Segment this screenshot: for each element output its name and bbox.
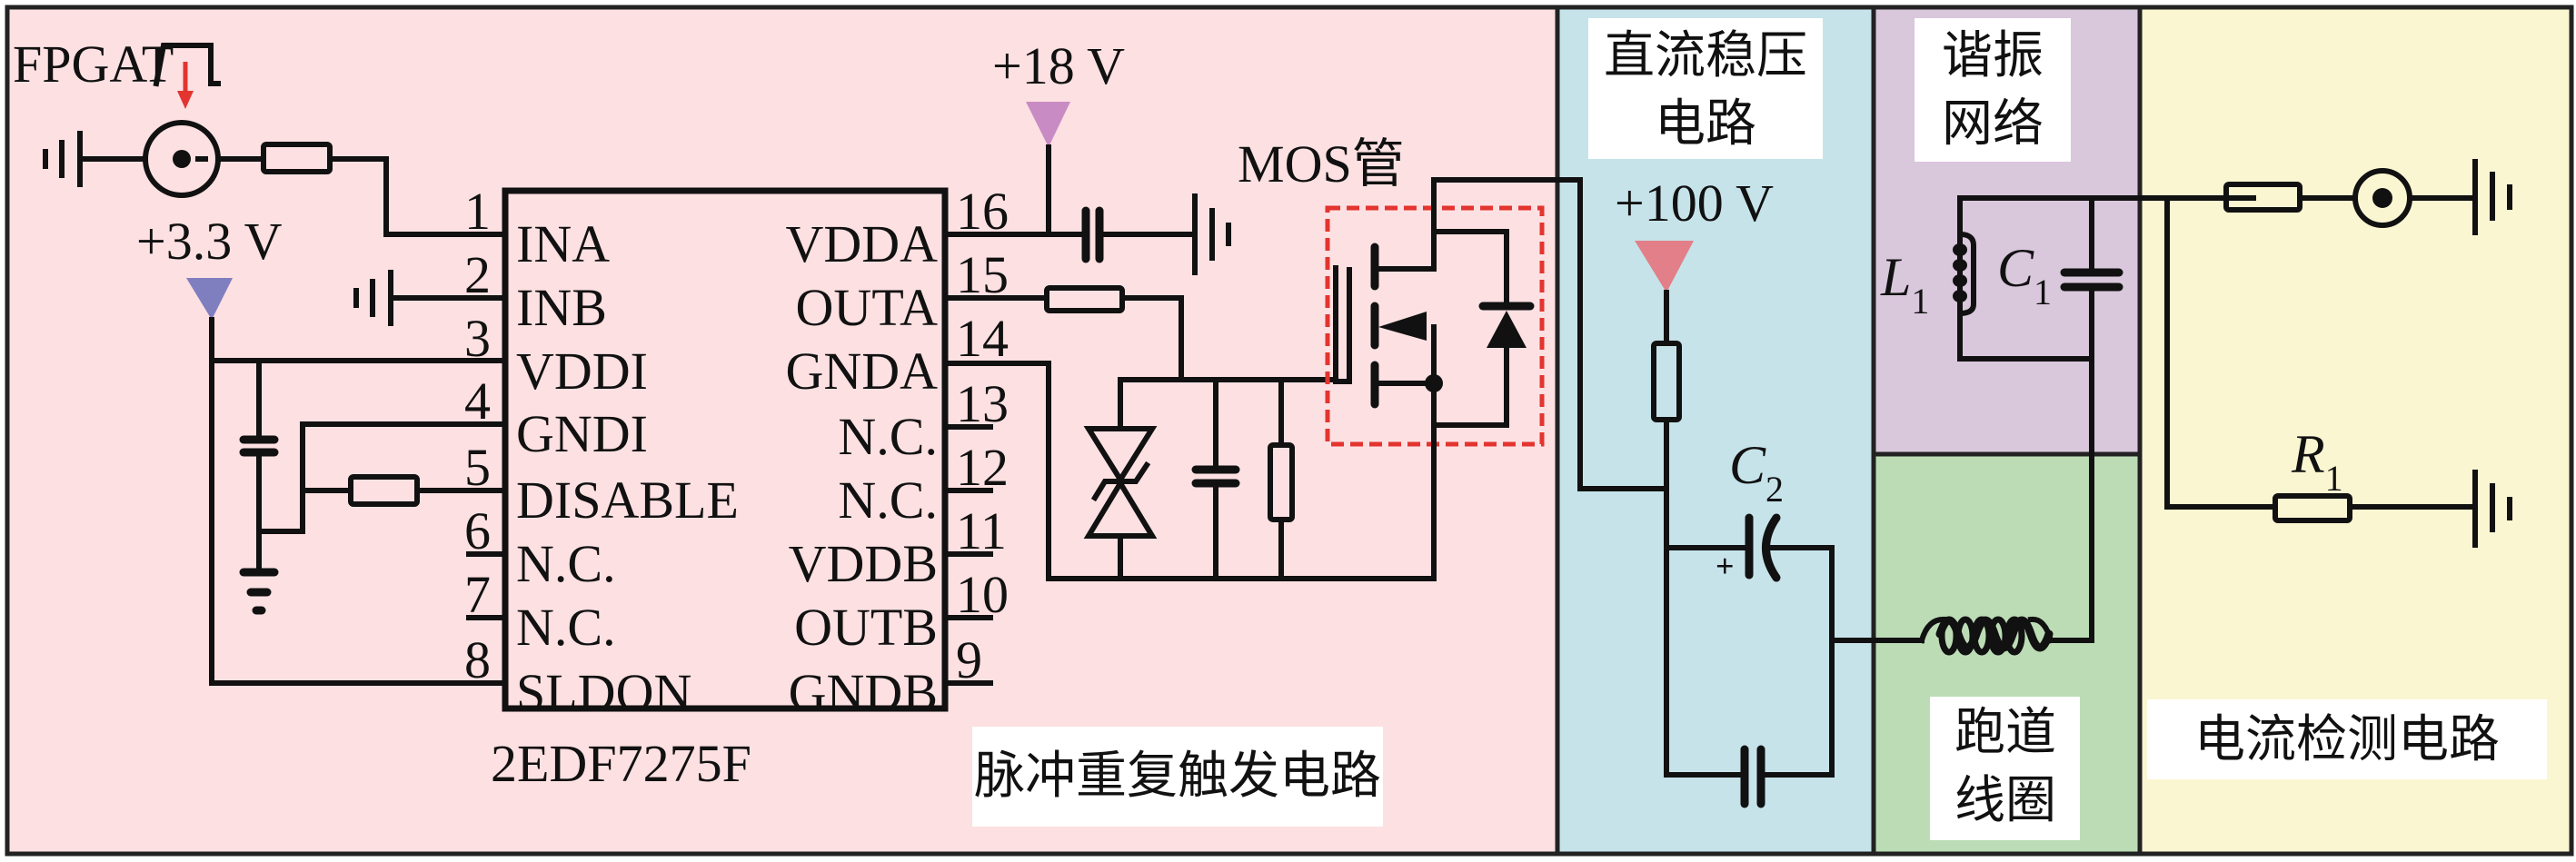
supply-triangle-icon xyxy=(1026,102,1070,147)
pin-name: INA xyxy=(516,214,610,273)
label-box-detect xyxy=(2147,699,2547,779)
ground-icon xyxy=(2472,159,2512,235)
pin-number: 16 xyxy=(956,182,1009,241)
pin-name: GNDB xyxy=(789,663,938,722)
supply-3v3: +3.3 V xyxy=(136,212,508,686)
pin-name: N.C. xyxy=(838,471,938,530)
label-box-coil xyxy=(1930,697,2080,840)
label-pulse-trigger: 脉冲重复触发电路 xyxy=(974,747,1381,806)
c2-label: C2 xyxy=(1729,435,1784,510)
pin-name: VDDA xyxy=(785,214,938,273)
label-resonant-line2: 网络 xyxy=(1942,94,2044,154)
ic-pin-right: 13N.C. xyxy=(838,374,1009,466)
coil-circuit: L1 C1 xyxy=(1880,195,2256,656)
pin-number: 8 xyxy=(464,630,491,689)
ground-icon xyxy=(2472,470,2512,548)
pin-number: 9 xyxy=(956,630,982,689)
pin-number: 4 xyxy=(464,372,491,431)
pin-number: 3 xyxy=(464,309,491,368)
pin-number: 1 xyxy=(464,182,491,241)
trigger-arrow-icon xyxy=(177,62,194,109)
pin-name: DISABLE xyxy=(516,471,739,530)
supply-triangle-icon xyxy=(1635,241,1694,292)
label-box-resonant xyxy=(1915,18,2071,162)
pin-number: 13 xyxy=(956,374,1009,433)
supply-triangle-icon xyxy=(186,278,233,320)
pin-number: 11 xyxy=(956,501,1007,560)
label-coil-line2: 线圈 xyxy=(1954,771,2056,830)
l1-label: L1 xyxy=(1880,247,1929,322)
capacitor-c1-icon xyxy=(2060,268,2123,292)
pin-name: N.C. xyxy=(838,407,938,466)
label-dc-line2: 电路 xyxy=(1655,94,1756,154)
pin-number: 12 xyxy=(956,438,1009,497)
gate-driver-ic: 2EDF7275F 1INA2INB3VDDI4GNDI5DISABLE6N.C… xyxy=(464,182,1009,793)
trigger-source: FPGAT xyxy=(13,35,508,237)
label-box-dc xyxy=(1588,18,1823,159)
current-detect-circuit: R1 xyxy=(2164,159,2512,548)
pin-number: 14 xyxy=(956,309,1009,368)
dc-regulator-circuit: +100 V C2 + xyxy=(1577,173,1925,808)
ic-body xyxy=(502,187,949,712)
pin-number: 10 xyxy=(956,565,1009,624)
label-resonant-line1: 谐振 xyxy=(1942,26,2044,85)
ground-icon xyxy=(1192,193,1231,275)
ic-part-number: 2EDF7275F xyxy=(491,734,751,793)
voltage-label-3v3: +3.3 V xyxy=(136,212,283,271)
ic-pin-left: 6N.C. xyxy=(464,501,616,593)
pin-number: 7 xyxy=(464,565,491,624)
ic-pin-left: 7N.C. xyxy=(464,565,616,657)
ground-icon xyxy=(239,568,279,615)
pin-name: INB xyxy=(516,278,607,337)
pulse-waveform-icon xyxy=(153,43,221,87)
pin-name: N.C. xyxy=(516,534,616,593)
r1-label: R1 xyxy=(2291,424,2343,499)
c1-label: C1 xyxy=(1997,238,2052,312)
inductor-l1-icon xyxy=(1953,229,1976,317)
pin-name: VDDI xyxy=(516,342,648,401)
voltage-label-18v: +18 V xyxy=(992,36,1125,95)
racetrack-coil-icon xyxy=(1918,616,2054,656)
pin-number: 15 xyxy=(956,245,1009,304)
fpga-label: FPGAT xyxy=(13,35,174,94)
label-coil-line1: 跑道 xyxy=(1954,703,2056,762)
pin-name: VDDB xyxy=(789,534,938,593)
label-current-detect: 电流检测电路 xyxy=(2194,710,2500,769)
pin-name: SLDON xyxy=(516,663,691,722)
mosfet: MOS管 xyxy=(1238,134,1583,581)
c2-polarity: + xyxy=(1716,548,1735,584)
label-box-pulse xyxy=(972,727,1383,827)
pin-number: 5 xyxy=(464,438,491,497)
pin-name: GNDI xyxy=(516,404,648,463)
supply-18v: +18 V xyxy=(942,36,1338,581)
pin-name: N.C. xyxy=(516,598,616,657)
pin-name: GNDA xyxy=(785,342,938,401)
pin-number: 6 xyxy=(464,501,491,560)
mosfet-label: MOS管 xyxy=(1238,134,1405,193)
voltage-label-100v: +100 V xyxy=(1615,173,1774,233)
ic-pin-right: 12N.C. xyxy=(838,438,1009,530)
ground-icon xyxy=(353,270,393,326)
pin-name: OUTB xyxy=(794,598,938,657)
label-dc-line1: 直流稳压 xyxy=(1604,26,1807,85)
panel-labels: 脉冲重复触发电路 直流稳压 电路 谐振 网络 跑道 线圈 电流检测电路 xyxy=(972,18,2547,840)
pin-number: 2 xyxy=(464,245,491,304)
pin-name: OUTA xyxy=(796,278,939,337)
diode-icon xyxy=(1487,311,1527,348)
